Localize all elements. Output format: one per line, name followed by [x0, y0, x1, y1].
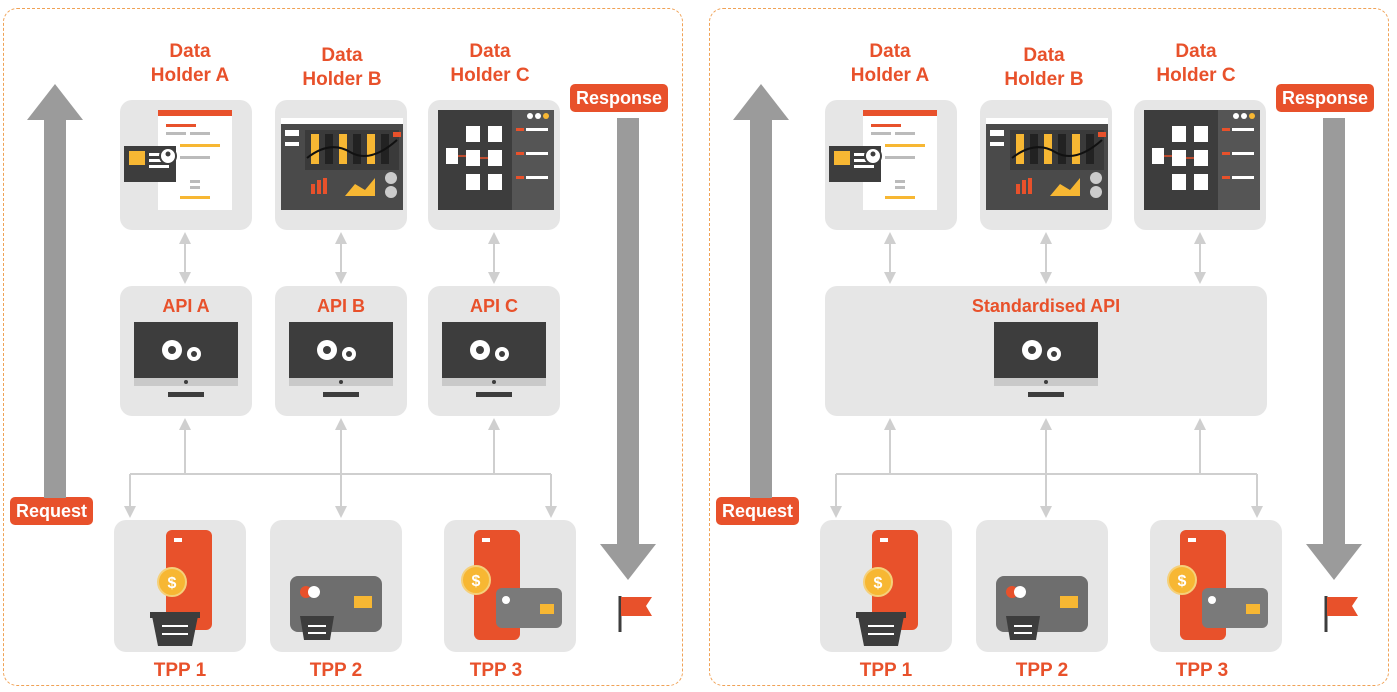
right-holder-a-line2: Holder A	[850, 65, 930, 86]
document-app-icon	[124, 110, 232, 210]
phone-coin-card-icon: $	[461, 530, 562, 640]
right-api-tpp-links	[830, 418, 1263, 518]
right-holder-c-card	[1134, 100, 1266, 230]
svg-text:$: $	[472, 573, 481, 590]
right-panel	[709, 8, 1389, 686]
left-tpp-2-card	[270, 520, 402, 652]
card-basket-icon	[996, 576, 1088, 640]
left-tpp-2-label: TPP 2	[309, 660, 363, 681]
right-holder-b-line2: Holder B	[1004, 69, 1084, 90]
left-api-a-label: API A	[162, 296, 210, 316]
left-holder-c-card	[428, 100, 560, 230]
right-holder-a-card	[825, 100, 957, 230]
right-tpp-1-card: $	[820, 520, 952, 652]
right-standardised-api-card: Standardised API	[825, 286, 1267, 416]
left-tpp-1-card: $	[114, 520, 246, 652]
left-holder-b-card	[275, 100, 407, 230]
right-flag-icon	[1324, 596, 1358, 632]
left-holder-b-line2: Holder B	[302, 69, 382, 90]
right-holder-b-line1: Data	[1023, 45, 1065, 66]
right-tpp-2-label: TPP 2	[1015, 660, 1069, 681]
svg-text:$: $	[874, 575, 883, 592]
right-holder-b-title: Data Holder B	[984, 44, 1104, 92]
left-holder-a-title: Data Holder A	[130, 40, 250, 88]
right-tpp-2-card	[976, 520, 1108, 652]
right-holder-api-links	[884, 232, 1206, 284]
left-panel	[3, 8, 683, 686]
left-holder-api-links	[179, 232, 500, 284]
left-flag-icon	[618, 596, 652, 632]
right-holder-c-line1: Data	[1175, 41, 1217, 62]
right-holder-c-title: Data Holder C	[1136, 40, 1256, 88]
left-holder-b-title: Data Holder B	[282, 44, 402, 92]
left-api-c-label: API C	[469, 296, 518, 316]
left-holder-c-title: Data Holder C	[430, 40, 550, 88]
left-tpp-3-card: $	[444, 520, 576, 652]
left-request-arrow	[27, 84, 83, 498]
left-tpp-3-label: TPP 3	[469, 660, 523, 681]
left-tpp-1-label: TPP 1	[153, 660, 207, 681]
left-holder-a-line1: Data	[169, 41, 211, 62]
left-response-badge: Response	[570, 84, 669, 112]
svg-text:$: $	[1178, 573, 1187, 590]
left-holder-b-line1: Data	[321, 45, 363, 66]
document-app-icon	[829, 110, 937, 210]
left-holder-a-line2: Holder A	[150, 65, 230, 86]
flowchart-app-icon	[438, 110, 554, 210]
left-api-a-card: API A	[120, 286, 252, 416]
left-holder-c-line2: Holder C	[450, 65, 530, 86]
right-response-arrow	[1306, 118, 1362, 580]
gear-monitor-icon	[994, 322, 1098, 397]
left-holder-a-card	[120, 100, 252, 230]
flowchart-app-icon	[1144, 110, 1260, 210]
left-holder-c-line1: Data	[469, 41, 511, 62]
phone-coin-basket-icon: $	[856, 530, 918, 646]
right-tpp-3-card: $	[1150, 520, 1282, 652]
right-request-arrow	[733, 84, 789, 498]
left-api-c-card: API C	[428, 286, 560, 416]
left-api-tpp-links	[124, 418, 557, 518]
gear-monitor-icon	[442, 322, 546, 397]
gear-monitor-icon	[134, 322, 238, 397]
dashboard-app-icon	[986, 118, 1108, 210]
dashboard-app-icon	[281, 118, 403, 210]
right-holder-a-title: Data Holder A	[830, 40, 950, 88]
left-response-arrow	[600, 118, 656, 580]
phone-coin-basket-icon: $	[150, 530, 212, 646]
right-standardised-api-label: Standardised API	[971, 296, 1121, 316]
right-holder-c-line2: Holder C	[1156, 65, 1236, 86]
right-tpp-1-label: TPP 1	[859, 660, 913, 681]
right-holder-a-line1: Data	[869, 41, 911, 62]
right-tpp-3-label: TPP 3	[1175, 660, 1229, 681]
card-basket-icon	[290, 576, 382, 640]
right-response-badge: Response	[1276, 84, 1375, 112]
right-request-badge: Request	[716, 497, 800, 525]
right-holder-b-card	[980, 100, 1112, 230]
gear-monitor-icon	[289, 322, 393, 397]
left-api-b-card: API B	[275, 286, 407, 416]
left-api-b-label: API B	[316, 296, 365, 316]
left-request-badge: Request	[10, 497, 94, 525]
svg-text:$: $	[168, 575, 177, 592]
phone-coin-card-icon: $	[1167, 530, 1268, 640]
